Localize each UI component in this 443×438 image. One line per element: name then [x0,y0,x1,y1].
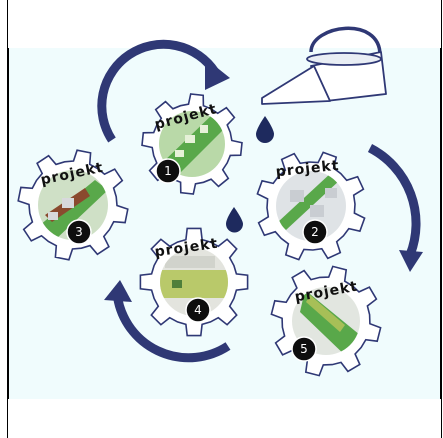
gear-3: projekt 3 [17,149,129,261]
gear-5: projekt 5 [270,265,382,377]
water-drop-icon [226,207,243,233]
footer-strip [7,399,442,438]
project-image [276,171,346,241]
water-drop-icon [256,116,274,143]
gear-label: projekt [275,158,340,181]
gear-2: projekt 2 [256,151,366,261]
watering-can-icon [261,26,387,105]
cycle-arrow-icon [367,144,423,272]
cycle-arrow-icon [97,39,230,143]
gear-4: projekt 4 [139,227,249,337]
gear-number: 1 [164,164,172,178]
cycle-arrow-icon [104,280,231,363]
gear-number: 2 [311,225,319,239]
gear-number: 4 [194,303,202,317]
gear-number: 5 [300,342,308,356]
header-strip [7,0,442,48]
gear-number: 3 [75,225,83,239]
gear-1: projekt 1 [141,93,243,195]
